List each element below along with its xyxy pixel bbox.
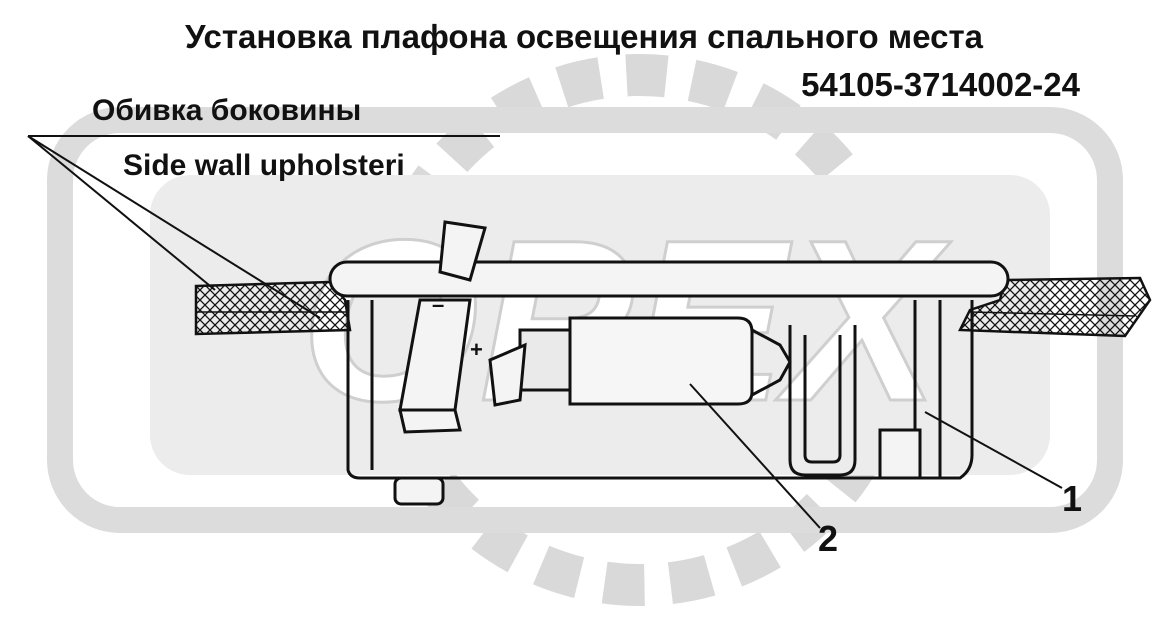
- callout-leaders: [689, 383, 1063, 529]
- upholstery-right: [958, 276, 1152, 338]
- callout-2: 2: [818, 518, 839, 559]
- housing-stub: [393, 476, 445, 506]
- upholstery-label-ru: Обивка боковины: [92, 94, 362, 127]
- plus-sign: +: [470, 337, 483, 362]
- lamp-housing: [328, 260, 1010, 480]
- diagram-title: Установка плафона освещения спального ме…: [185, 18, 983, 55]
- lamp-bulb: [518, 316, 792, 406]
- right-spring-clip: [788, 325, 857, 477]
- upholstery-left: [194, 280, 352, 336]
- callout-1: 1: [1062, 478, 1083, 519]
- left-contact-clip: [398, 220, 527, 434]
- part-number: 54105-3714002-24: [801, 66, 1080, 103]
- upholstery-label-en: Side wall upholsteri: [123, 149, 405, 182]
- minus-sign: –: [432, 292, 445, 317]
